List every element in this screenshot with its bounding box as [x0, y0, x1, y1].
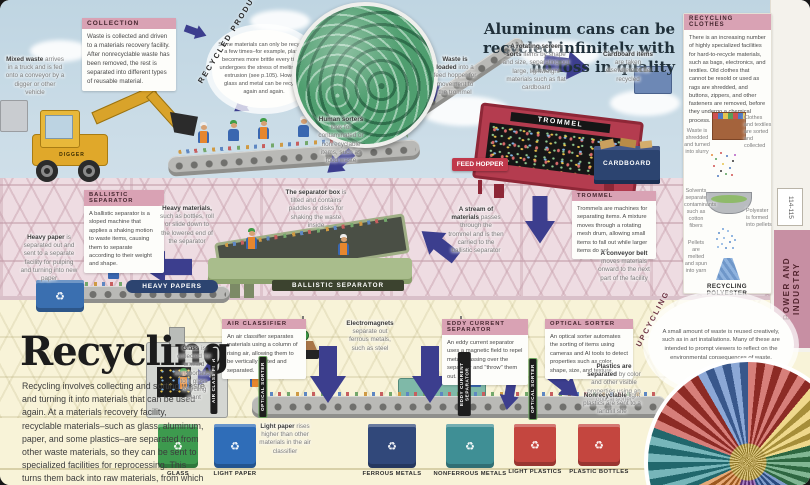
feed-hopper-sign: FEED HOPPER [452, 158, 508, 172]
recycle-icon: ♻ [173, 439, 183, 453]
factory-floor-line [0, 296, 810, 301]
recycle-icon: ♻ [55, 289, 65, 303]
bin-label-light-plastics: LIGHT PLASTICS [508, 469, 562, 475]
optical-sorter-banner-1: OPTICAL SORTER [258, 356, 268, 418]
recycle-icon: ♻ [387, 439, 397, 453]
recycle-icon: ♻ [230, 439, 240, 453]
ann-clothes-sorted: Clothes and textiles are sorted and coll… [744, 115, 772, 150]
page-number-box: 114-115 [777, 188, 803, 226]
recycled-glass-photo-circle [292, 2, 438, 148]
bin-glass: ♻ [158, 424, 198, 468]
ann-clothes-solvents: Solvents separate contaminants such as c… [684, 188, 717, 230]
optical-sorter-title: OPTICAL SORTER [545, 319, 633, 329]
air-classifier-body: An air classifier separates materials us… [227, 334, 298, 374]
cloud [610, 90, 680, 116]
worker [338, 234, 349, 256]
heavy-paper-bin: ♻ [36, 280, 84, 312]
ballistic-separator-box: BALLISTIC SEPARATOR A ballistic separato… [84, 190, 164, 273]
optical-sorter-banner-2: OPTICAL SORTER [528, 358, 538, 420]
ann-conveyor-belt: A conveyor belt moves materials onward t… [598, 250, 650, 282]
ann-heavy-materials: Heavy materials, such as bottles, roll o… [160, 205, 214, 245]
ann-clothes-yarn: Pellets are melted and spun into yarn [684, 240, 708, 275]
ann-human-sorters: Human sorters look for contaminated or n… [318, 116, 364, 164]
ann-waste-loaded: Waste is loaded into a feed hopper for m… [433, 56, 477, 96]
bin-label-ferrous-metals: FERROUS METALS [362, 471, 422, 477]
ann-clothes-pellets: Polyester is formed into pellets [746, 208, 772, 229]
ann-heavy-paper: Heavy paper is separated out and sent to… [20, 234, 78, 282]
cardboard-container [634, 66, 672, 94]
upcycling-body: A small amount of waste is reused creati… [662, 328, 780, 361]
bin-ferrous-metals: ♻ [368, 424, 416, 468]
ballistic-separator-machine: BALLISTIC SEPARATOR [208, 200, 412, 302]
worker [426, 366, 437, 388]
worker [198, 122, 209, 144]
ann-clothes-shredded: Waste is shredded and turned into slurry [684, 128, 710, 156]
bin-light-paper: ♻ [214, 424, 256, 468]
bin-light-plastics: ♻ [514, 424, 556, 466]
trommel-title: TROMMEL [572, 191, 656, 201]
clothes-collection-box [712, 112, 746, 140]
eddy-current-banner: EDDY CURRENT SEPARATOR [458, 352, 471, 416]
bin-label-light-paper: LIGHT PAPER [213, 471, 257, 477]
page-numbers: 114-115 [787, 195, 794, 219]
ann-cardboard-items: Cardboard items are taken elsewhere to b… [602, 51, 654, 83]
air-classifier-title: AIR CLASSIFIER [222, 319, 306, 329]
cardboard-dumpster: CARDBOARD [594, 137, 660, 184]
ground-line [0, 468, 700, 470]
recycling-polyester-caption: RECYCLING POLYESTER [706, 283, 748, 297]
recycle-icon: ♻ [594, 438, 604, 452]
digger: DIGGER [24, 84, 198, 188]
bin-label-plastic-bottles: PLASTIC BOTTLES [569, 469, 629, 475]
ballistic-separator-title: BALLISTIC SEPARATOR [84, 190, 164, 206]
worker [258, 118, 269, 140]
recycled-products-body: Some materials can only be recycled a fe… [218, 41, 310, 95]
ann-electromagnets: Electromagnets separate out ferrous meta… [346, 320, 394, 352]
trommel-body: Trommels are machines for separating ite… [577, 206, 648, 254]
heavy-papers-sign: HEAVY PAPERS [126, 280, 218, 293]
ann-mixed-waste: Mixed waste arrives in a truck and is fe… [5, 56, 65, 96]
recycle-icon: ♻ [530, 438, 540, 452]
ann-plastics-separated: Plastics are separated by color and othe… [587, 363, 641, 403]
ann-rotating-screen: A rotating screen sorts items by shape a… [502, 43, 570, 91]
eddy-current-body: An eddy current separator uses a magneti… [447, 340, 523, 380]
ann-glass-collected: Glass is collected for onward transporta… [174, 345, 214, 402]
collection-title: COLLECTION [82, 18, 176, 29]
worker [178, 368, 189, 390]
page-intro: Recycling involves collecting and sortin… [22, 381, 205, 484]
ann-separator-box: The separator box is tilted and contains… [285, 189, 347, 229]
waste-truck [0, 100, 28, 132]
ann-stream-of-materials: A stream of materials passes through the… [448, 206, 504, 254]
bin-label-nonferrous-metals: NONFERROUS METALS [433, 471, 507, 477]
collection-box: COLLECTION Waste is collected and driven… [82, 18, 176, 91]
digger-label: DIGGER [59, 152, 85, 158]
bin-nonferrous-metals: ♻ [446, 424, 494, 468]
recycle-icon: ♻ [465, 439, 475, 453]
cardboard-label: CARDBOARD [602, 160, 651, 167]
feed-hopper-post [478, 180, 482, 194]
bin-label-glass: GLASS [167, 471, 189, 477]
worker [298, 116, 309, 138]
trommel-box: TROMMEL Trommels are machines for separa… [572, 191, 656, 260]
ann-nonrecyclable: Nonrecyclable light plastics are sent to… [583, 392, 641, 416]
worker [228, 120, 239, 142]
ballistic-separator-label: BALLISTIC SEPARATOR [272, 280, 404, 291]
eddy-current-title: EDDY CURRENT SEPARATOR [442, 319, 528, 335]
cloud [250, 10, 310, 32]
recycling-clothes-title: RECYCLING CLOTHES [684, 14, 771, 30]
collection-body: Waste is collected and driven to a mater… [87, 33, 170, 85]
ballistic-separator-body: A ballistic separator is a sloped machin… [89, 211, 153, 268]
bin-plastic-bottles: ♻ [578, 424, 620, 466]
worker [246, 228, 257, 250]
ann-light-paper: Light paper rises higher than other mate… [259, 423, 311, 455]
eddy-current-box: EDDY CURRENT SEPARATOR An eddy current s… [442, 319, 528, 385]
cloud [30, 40, 90, 62]
